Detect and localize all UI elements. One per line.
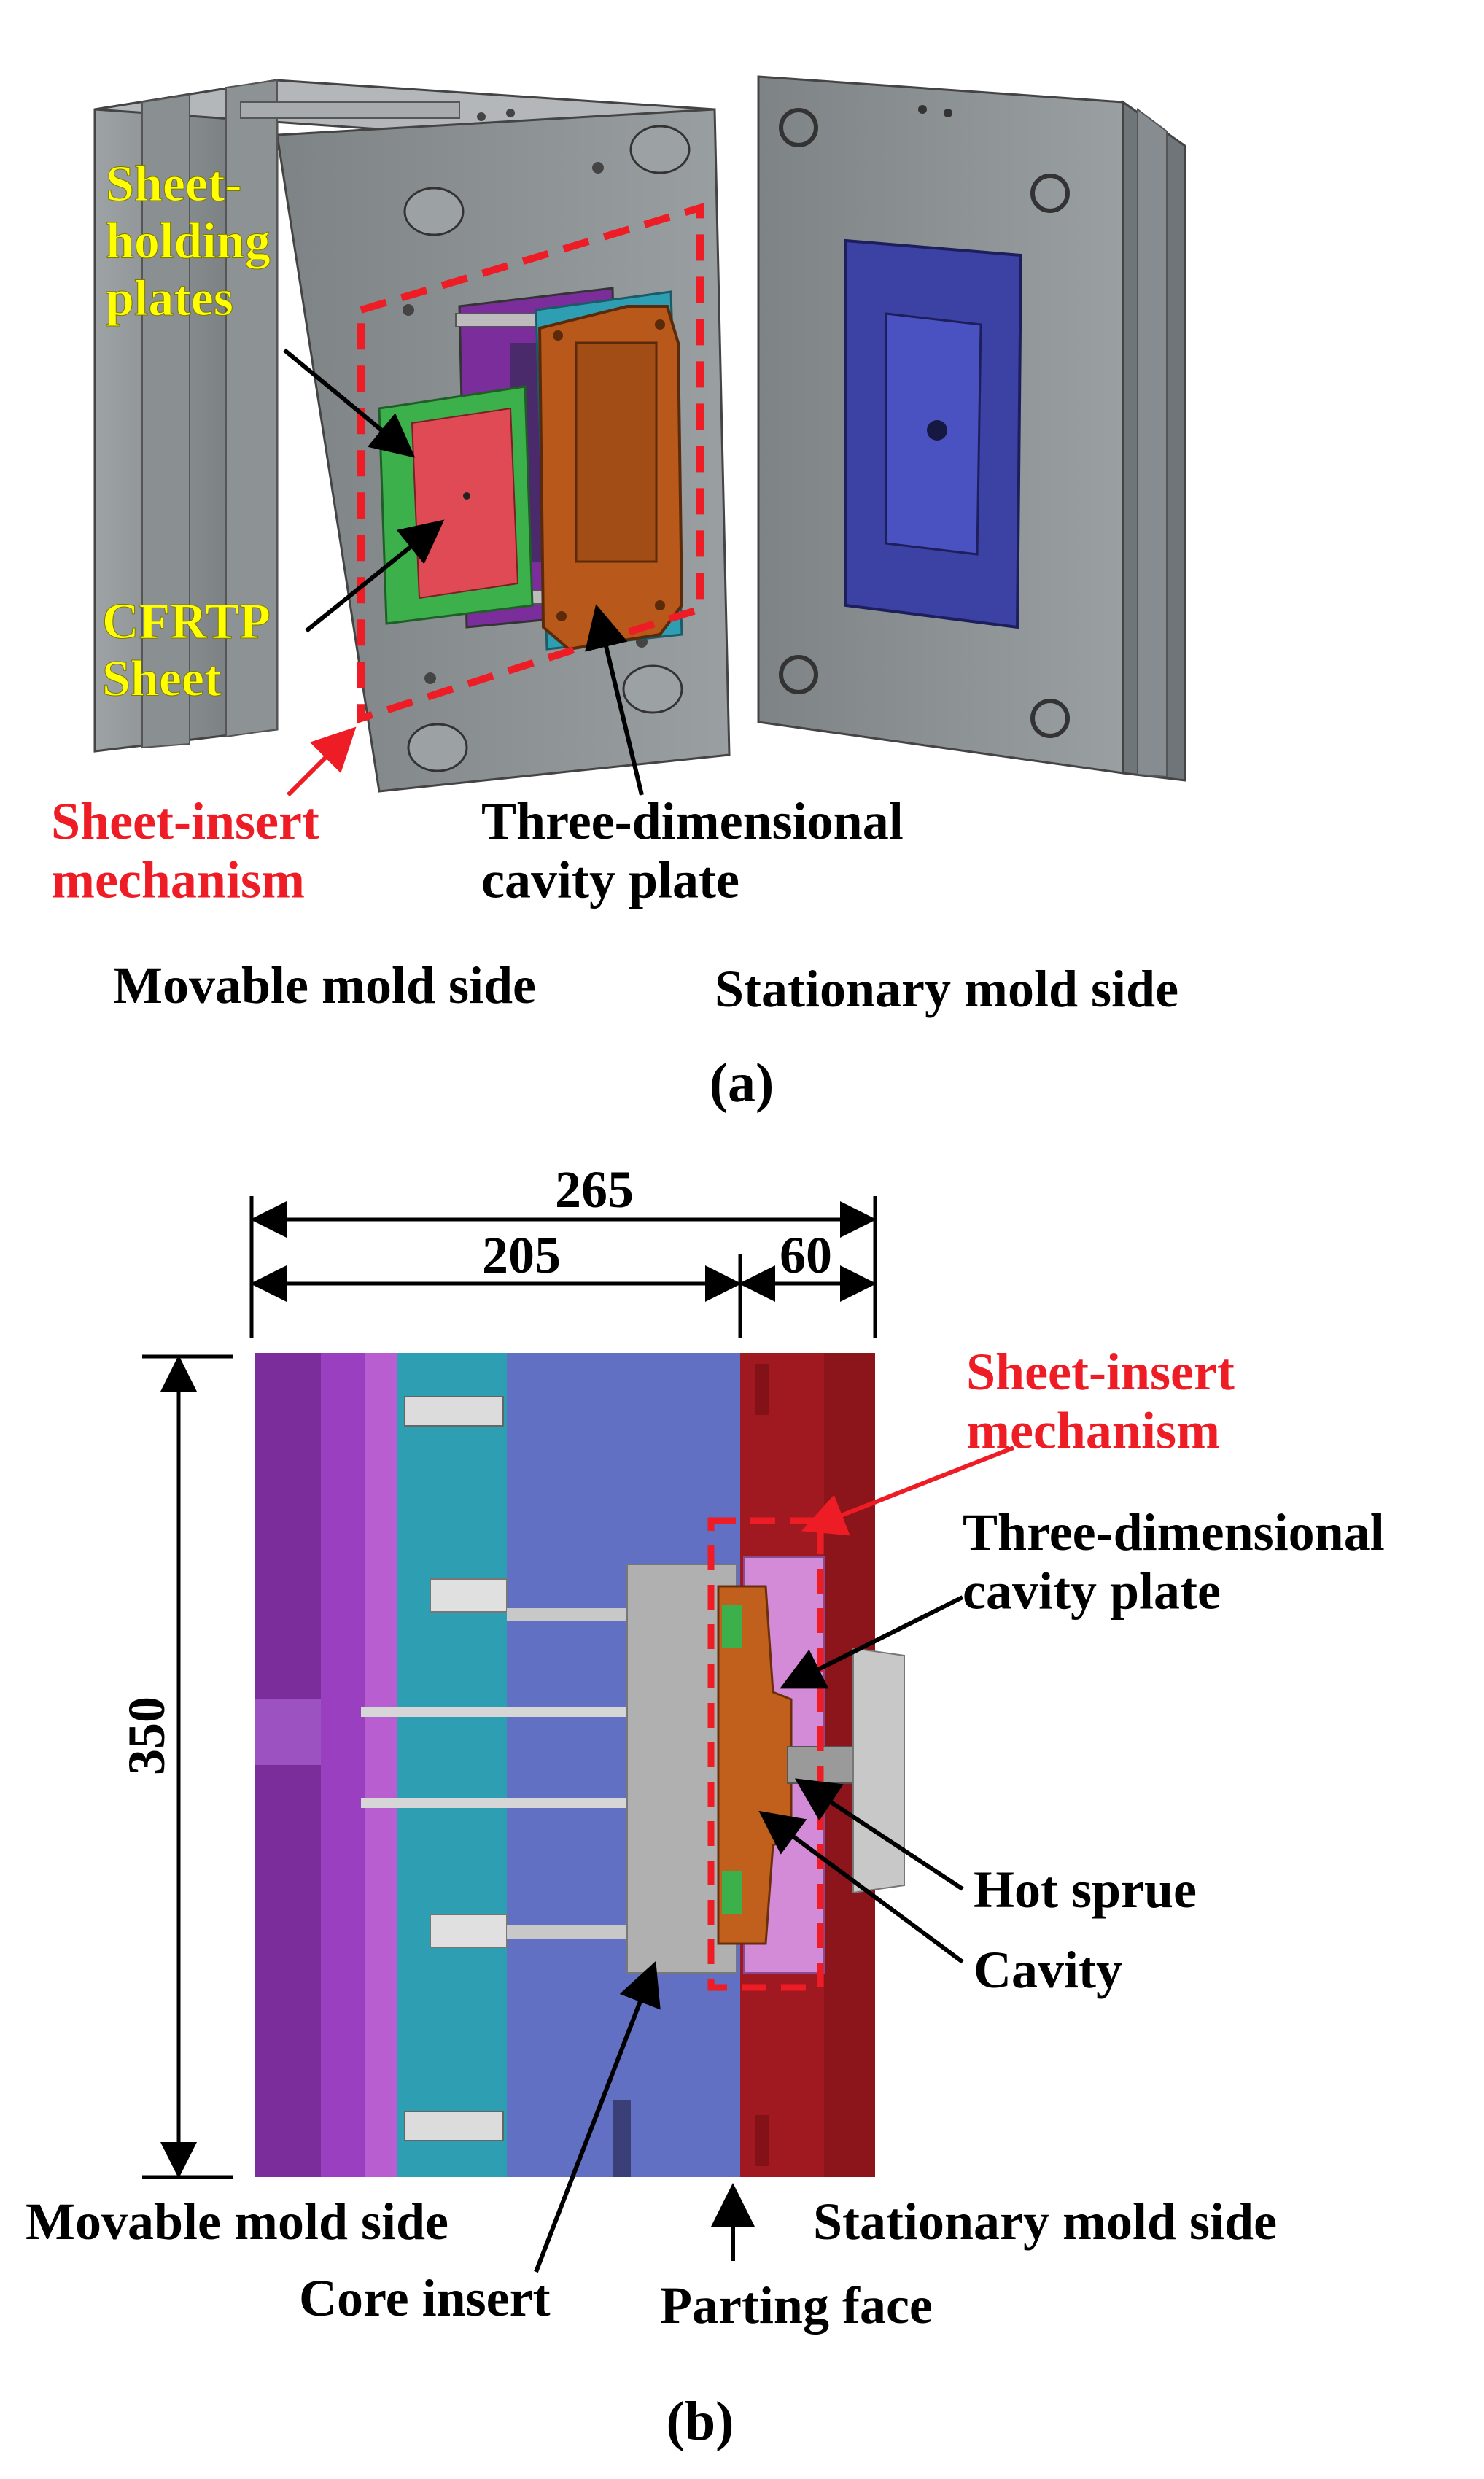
- arrow-sheet-holding: [283, 348, 416, 458]
- arrow-sheet-insert-b: [801, 1446, 1015, 1536]
- label-hot-sprue: Hot sprue: [974, 1861, 1197, 1919]
- dim-height-350: 350: [117, 1696, 176, 1775]
- panel-b: 265 205 60 350: [26, 1160, 1385, 2452]
- sheet-insert-highlight-box: [357, 203, 704, 723]
- caption-a: (a): [710, 1052, 774, 1114]
- dimension-lines: [142, 1196, 877, 2179]
- arrow-core-insert: [534, 1960, 661, 2273]
- dim-stationary-60: 60: [780, 1226, 832, 1284]
- arrow-cavity: [758, 1810, 964, 1964]
- label-parting-face: Parting face: [660, 2276, 933, 2335]
- stationary-mold-3d: [757, 75, 1186, 782]
- mold-cross-section: [255, 1353, 905, 2177]
- label-stationary-mold-side-a: Stationary mold side: [715, 960, 1178, 1018]
- arrow-cavity-plate-a: [585, 604, 644, 796]
- label-core-insert: Core insert: [299, 2269, 551, 2327]
- dim-total-265: 265: [555, 1160, 634, 1219]
- dim-movable-205: 205: [482, 1226, 561, 1284]
- arrow-cfrtp: [305, 519, 445, 633]
- sheet-insert-highlight-box-b: [707, 1517, 824, 1991]
- label-movable-mold-side-a: Movable mold side: [113, 956, 536, 1015]
- sheet-insert-mechanism-3d: [378, 287, 684, 651]
- arrow-cavity-plate-b: [780, 1595, 964, 1689]
- arrow-sheet-insert: [286, 726, 357, 797]
- label-movable-mold-side-b: Movable mold side: [26, 2192, 448, 2251]
- arrow-hot-sprue: [794, 1778, 964, 1891]
- caption-b: (b): [667, 2391, 734, 2452]
- label-cavity: Cavity: [974, 1941, 1122, 1999]
- label-stationary-mold-side-b: Stationary mold side: [813, 2192, 1277, 2251]
